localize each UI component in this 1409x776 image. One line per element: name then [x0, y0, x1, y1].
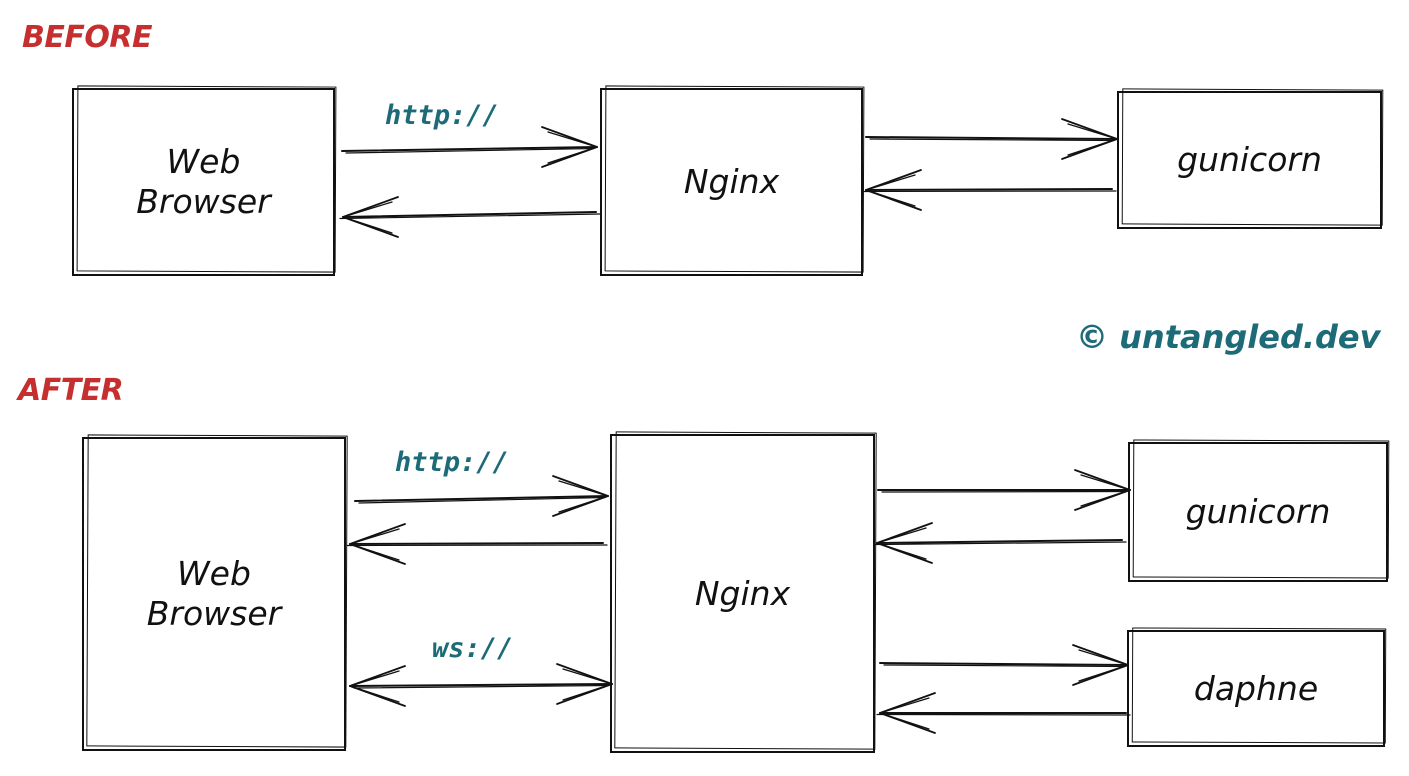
before-gunicorn-to-nginx-arrow — [862, 169, 1117, 211]
after-browser-nginx-ws-arrow — [349, 663, 613, 707]
before-nginx-box: Nginx — [600, 88, 863, 276]
before-web-browser-box: Web Browser — [72, 88, 335, 276]
after-nginx-to-browser-http-arrow — [346, 523, 608, 565]
before-heading: BEFORE — [22, 20, 152, 55]
before-http-label: http:// — [385, 100, 499, 131]
after-ws-label: ws:// — [432, 633, 514, 664]
after-nginx-to-daphne-arrow — [879, 644, 1129, 686]
after-heading: AFTER — [18, 373, 124, 408]
after-gunicorn-box: gunicorn — [1128, 442, 1388, 582]
before-browser-to-nginx-arrow — [341, 126, 598, 168]
after-daphne-box: daphne — [1127, 630, 1385, 747]
before-web-browser-label: Web Browser — [136, 142, 271, 221]
after-browser-to-nginx-http-arrow — [354, 475, 609, 517]
after-web-browser-label: Web Browser — [146, 554, 282, 633]
after-daphne-label: daphne — [1193, 668, 1319, 708]
after-web-browser-box: Web Browser — [82, 437, 346, 751]
before-gunicorn-label: gunicorn — [1177, 140, 1322, 180]
watermark: © untangled.dev — [1076, 318, 1381, 356]
before-nginx-to-gunicorn-arrow — [865, 118, 1118, 160]
after-daphne-to-nginx-arrow — [876, 692, 1131, 734]
after-http-label: http:// — [395, 447, 509, 478]
before-gunicorn-box: gunicorn — [1117, 91, 1382, 229]
after-nginx-box: Nginx — [610, 434, 875, 753]
after-nginx-to-gunicorn-arrow — [877, 469, 1131, 511]
before-nginx-to-browser-arrow — [339, 196, 601, 238]
after-gunicorn-to-nginx-arrow — [873, 522, 1127, 564]
after-nginx-label: Nginx — [694, 573, 791, 613]
before-nginx-label: Nginx — [683, 162, 780, 202]
after-gunicorn-label: gunicorn — [1185, 492, 1331, 532]
